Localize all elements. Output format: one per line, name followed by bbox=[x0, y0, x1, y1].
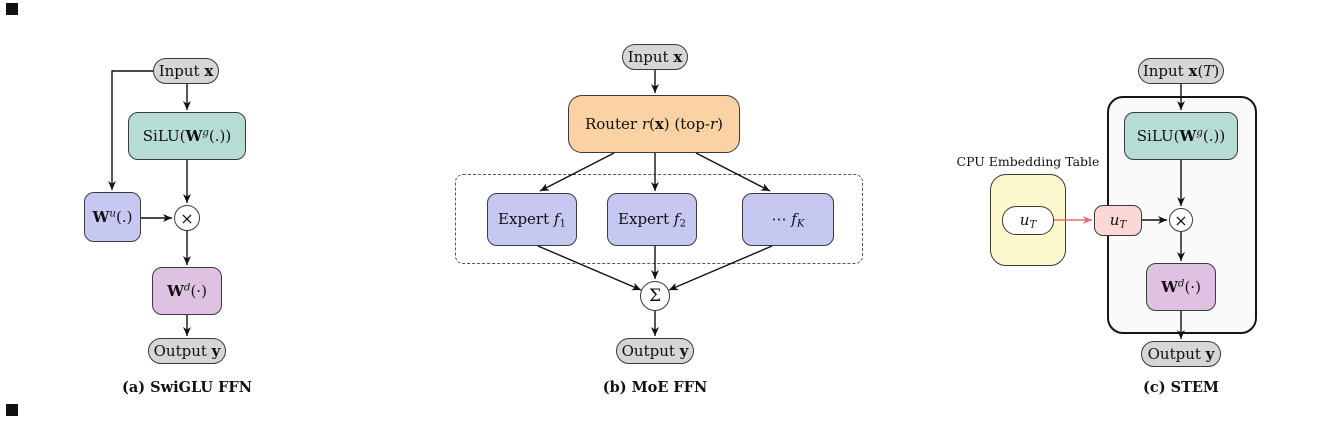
c-silu-node: SiLU(Wg(.)) bbox=[1124, 112, 1238, 160]
c-ut-cpu-label: uT bbox=[1019, 210, 1037, 231]
a-output-label: Output y bbox=[153, 342, 221, 360]
b-sum-symbol: Σ bbox=[648, 286, 662, 306]
b-input-label: Input x bbox=[627, 48, 683, 66]
b-expert1-node: Expert f1 bbox=[487, 193, 577, 246]
c-input-node: Input x(T) bbox=[1138, 58, 1224, 84]
b-sum-node: Σ bbox=[640, 281, 670, 311]
c-wd-label: Wd(·) bbox=[1161, 278, 1201, 296]
c-wd-node: Wd(·) bbox=[1146, 263, 1216, 311]
b-output-label: Output y bbox=[621, 342, 689, 360]
c-otimes-symbol: × bbox=[1174, 210, 1188, 230]
a-input-node: Input x bbox=[153, 58, 219, 84]
c-caption: (c) STEM bbox=[1143, 379, 1219, 396]
c-cpu-table-label: CPU Embedding Table bbox=[956, 154, 1100, 169]
a-wd-node: Wd(·) bbox=[152, 267, 222, 315]
b-router-node: Router r(x) (top-r) bbox=[568, 95, 740, 153]
c-silu-label: SiLU(Wg(.)) bbox=[1136, 127, 1226, 145]
a-silu-node: SiLU(Wg(.)) bbox=[128, 112, 246, 160]
a-wu-label: Wu(.) bbox=[92, 208, 133, 226]
b-expert1-label: Expert f1 bbox=[498, 209, 566, 230]
corner-mark-top-left bbox=[6, 3, 18, 15]
corner-mark-bottom-left bbox=[6, 404, 18, 416]
b-expertk-label: ⋯ fK bbox=[771, 209, 805, 230]
c-ut-cpu-node: uT bbox=[1002, 206, 1054, 235]
b-router-label: Router r(x) (top-r) bbox=[584, 115, 724, 133]
a-wd-label: Wd(·) bbox=[167, 282, 207, 300]
c-output-node: Output y bbox=[1141, 341, 1221, 367]
a-wu-node: Wu(.) bbox=[84, 192, 141, 242]
b-caption: (b) MoE FFN bbox=[602, 379, 708, 396]
b-input-node: Input x bbox=[622, 44, 688, 70]
b-expertk-node: ⋯ fK bbox=[742, 193, 834, 246]
c-ut-gpu-node: uT bbox=[1094, 205, 1142, 236]
c-ut-gpu-label: uT bbox=[1109, 210, 1127, 231]
b-expert2-node: Expert f2 bbox=[607, 193, 697, 246]
c-otimes-node: × bbox=[1169, 208, 1193, 232]
a-caption: (a) SwiGLU FFN bbox=[122, 379, 252, 396]
b-output-node: Output y bbox=[616, 338, 694, 364]
a-otimes-node: × bbox=[174, 205, 200, 231]
a-otimes-symbol: × bbox=[180, 208, 194, 228]
b-experts-group bbox=[455, 174, 863, 264]
c-output-label: Output y bbox=[1147, 345, 1215, 363]
c-input-label: Input x(T) bbox=[1142, 62, 1220, 80]
a-input-label: Input x bbox=[158, 62, 214, 80]
a-silu-label: SiLU(Wg(.)) bbox=[142, 127, 232, 145]
a-output-node: Output y bbox=[148, 338, 226, 364]
b-expert2-label: Expert f2 bbox=[618, 209, 686, 230]
